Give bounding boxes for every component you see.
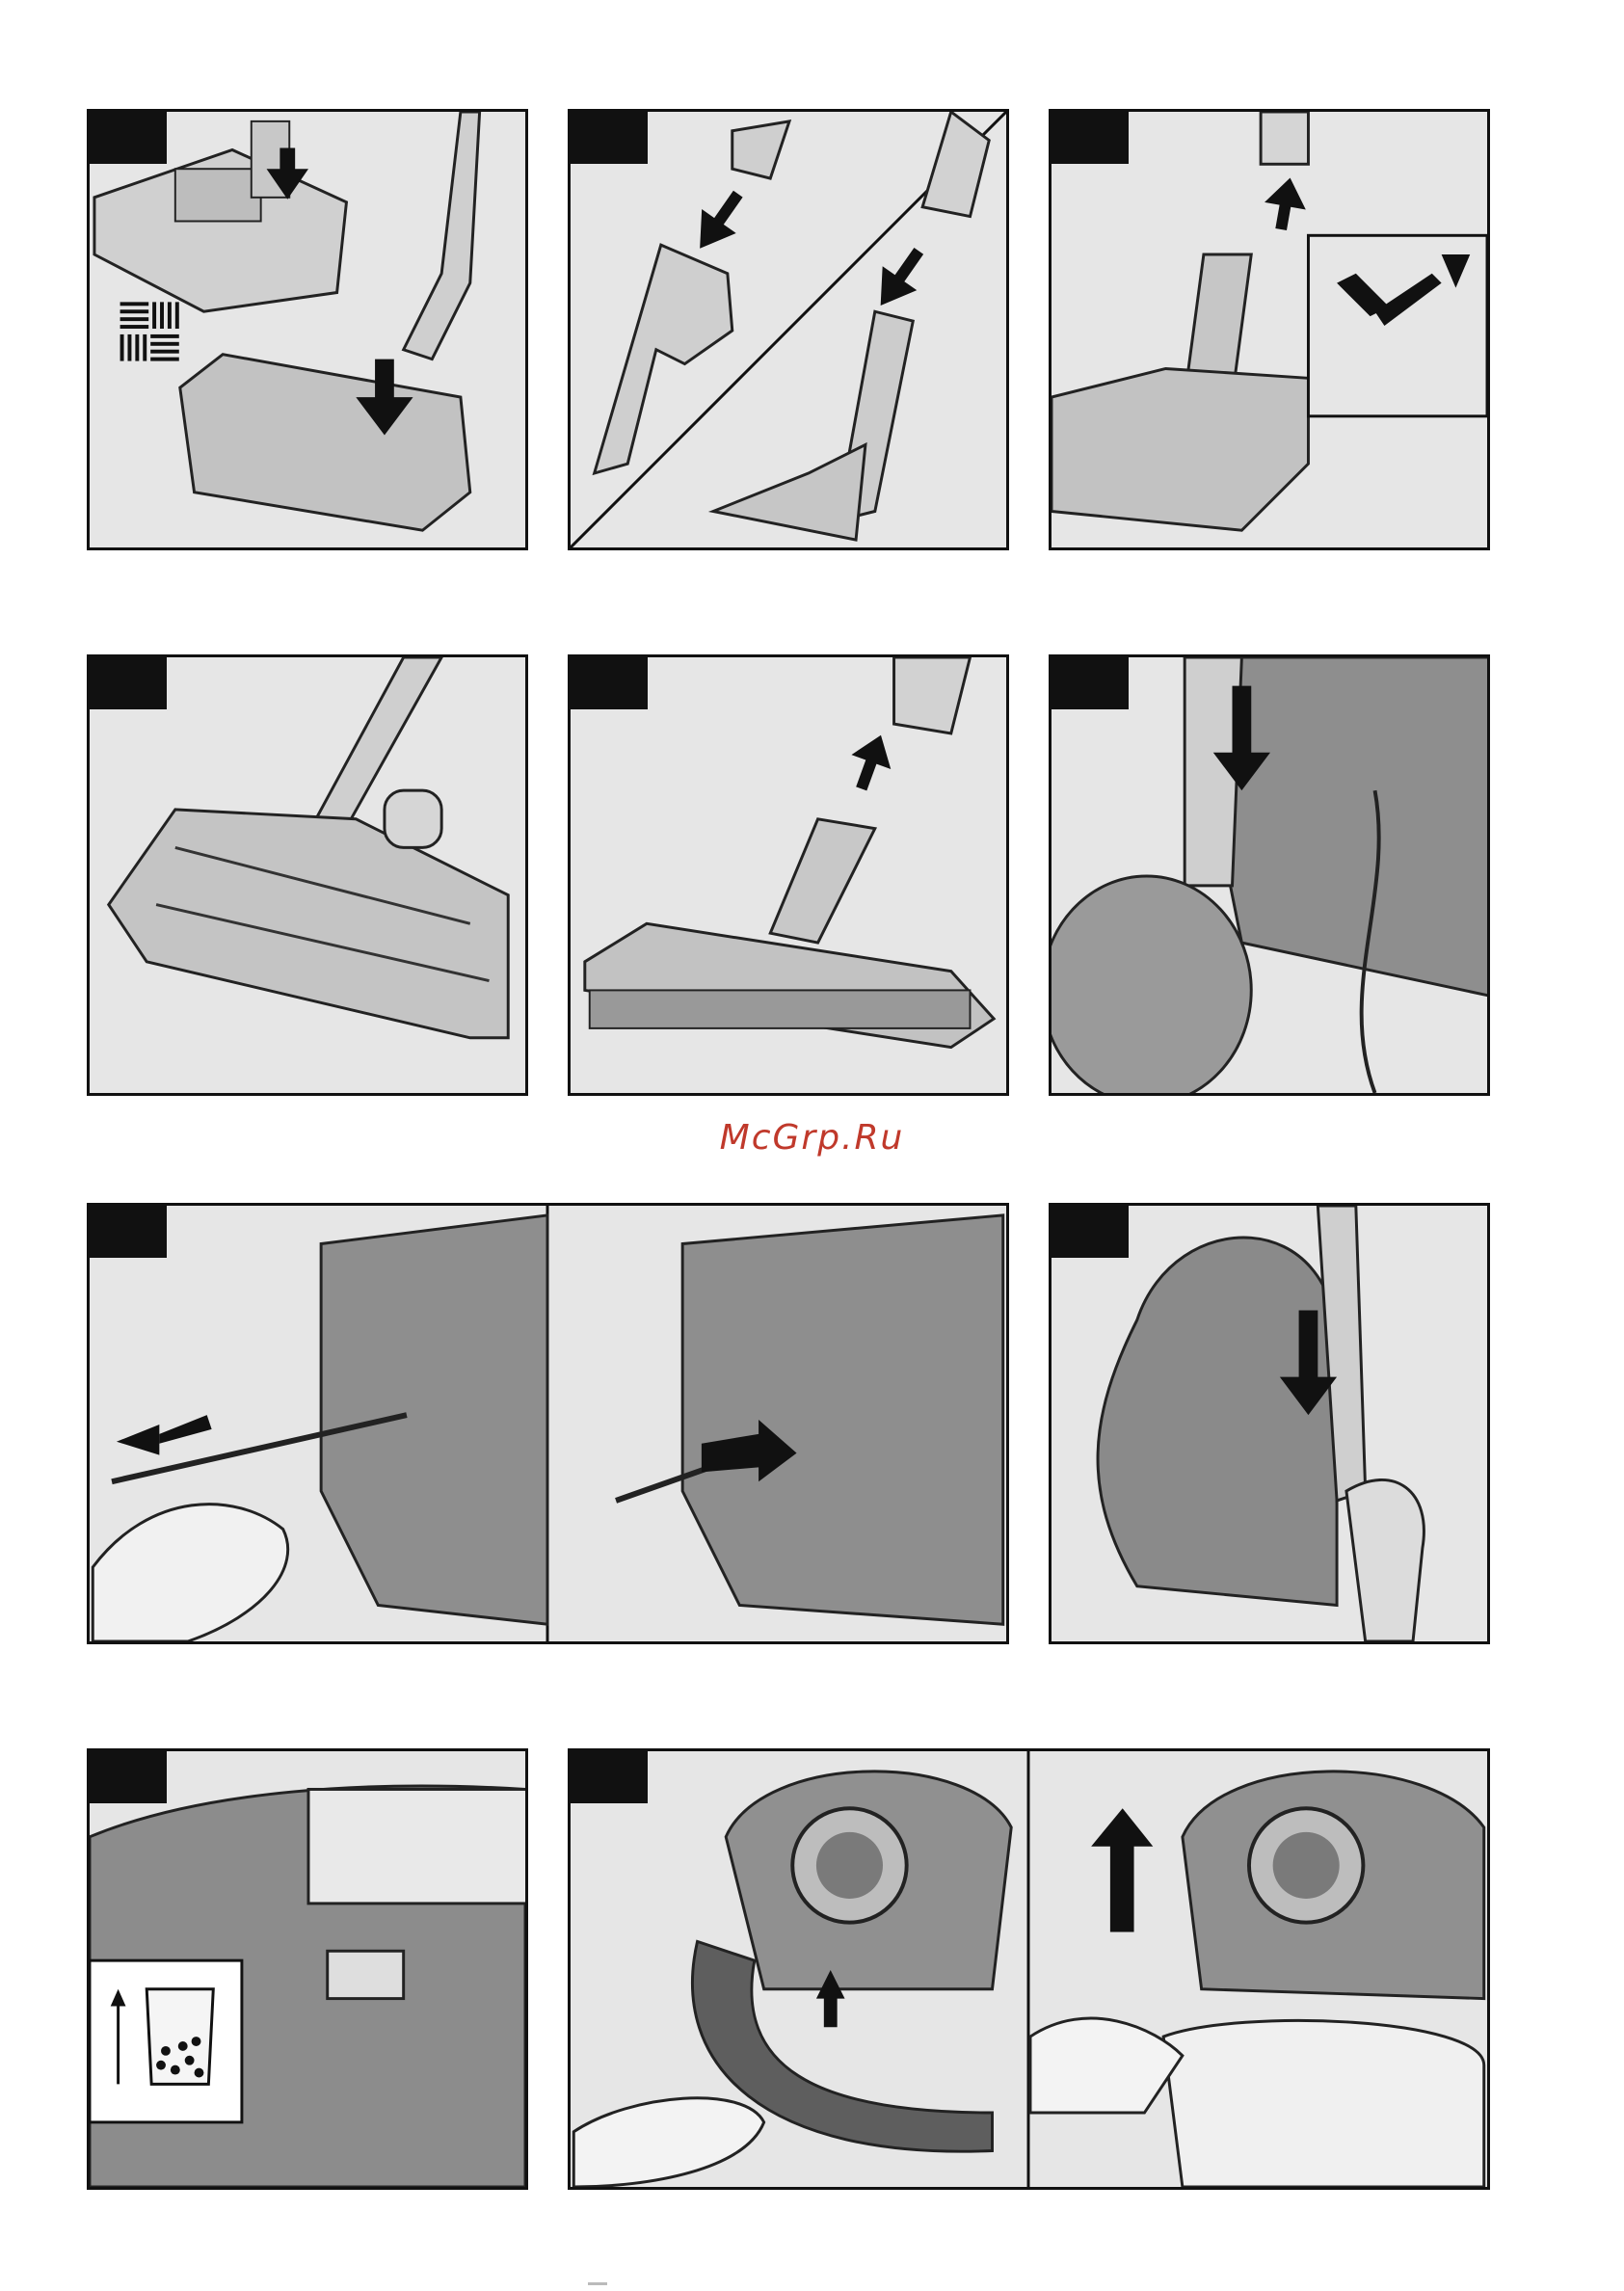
parking-position-icon <box>1052 657 1487 1093</box>
power-cord-icon <box>90 1206 1006 1641</box>
nozzle-tube-attach-icon <box>1052 112 1487 547</box>
watermark-text: McGrp.Ru <box>0 1118 1624 1158</box>
panel-2 <box>568 109 1009 550</box>
parquet-brush-attach-icon <box>571 657 1006 1093</box>
open-lid-bag-icon <box>571 1751 1487 2187</box>
panel-10 <box>568 1748 1490 2190</box>
panel-3 <box>1049 109 1490 550</box>
page-footer-mark <box>588 2282 607 2285</box>
filter-indicator-icon <box>90 1751 525 2187</box>
storage-position-icon <box>1052 1206 1487 1641</box>
panel-4 <box>87 654 528 1096</box>
panel-9 <box>87 1748 528 2190</box>
panel-8 <box>1049 1203 1490 1644</box>
crevice-tool-attach-icon <box>571 112 1006 547</box>
panel-7 <box>87 1203 1009 1644</box>
nozzle-underside-icon <box>90 657 525 1093</box>
panel-1 <box>87 109 528 550</box>
panel-6 <box>1049 654 1490 1096</box>
panel-5 <box>568 654 1009 1096</box>
floor-nozzle-pedal-icon <box>90 112 525 547</box>
